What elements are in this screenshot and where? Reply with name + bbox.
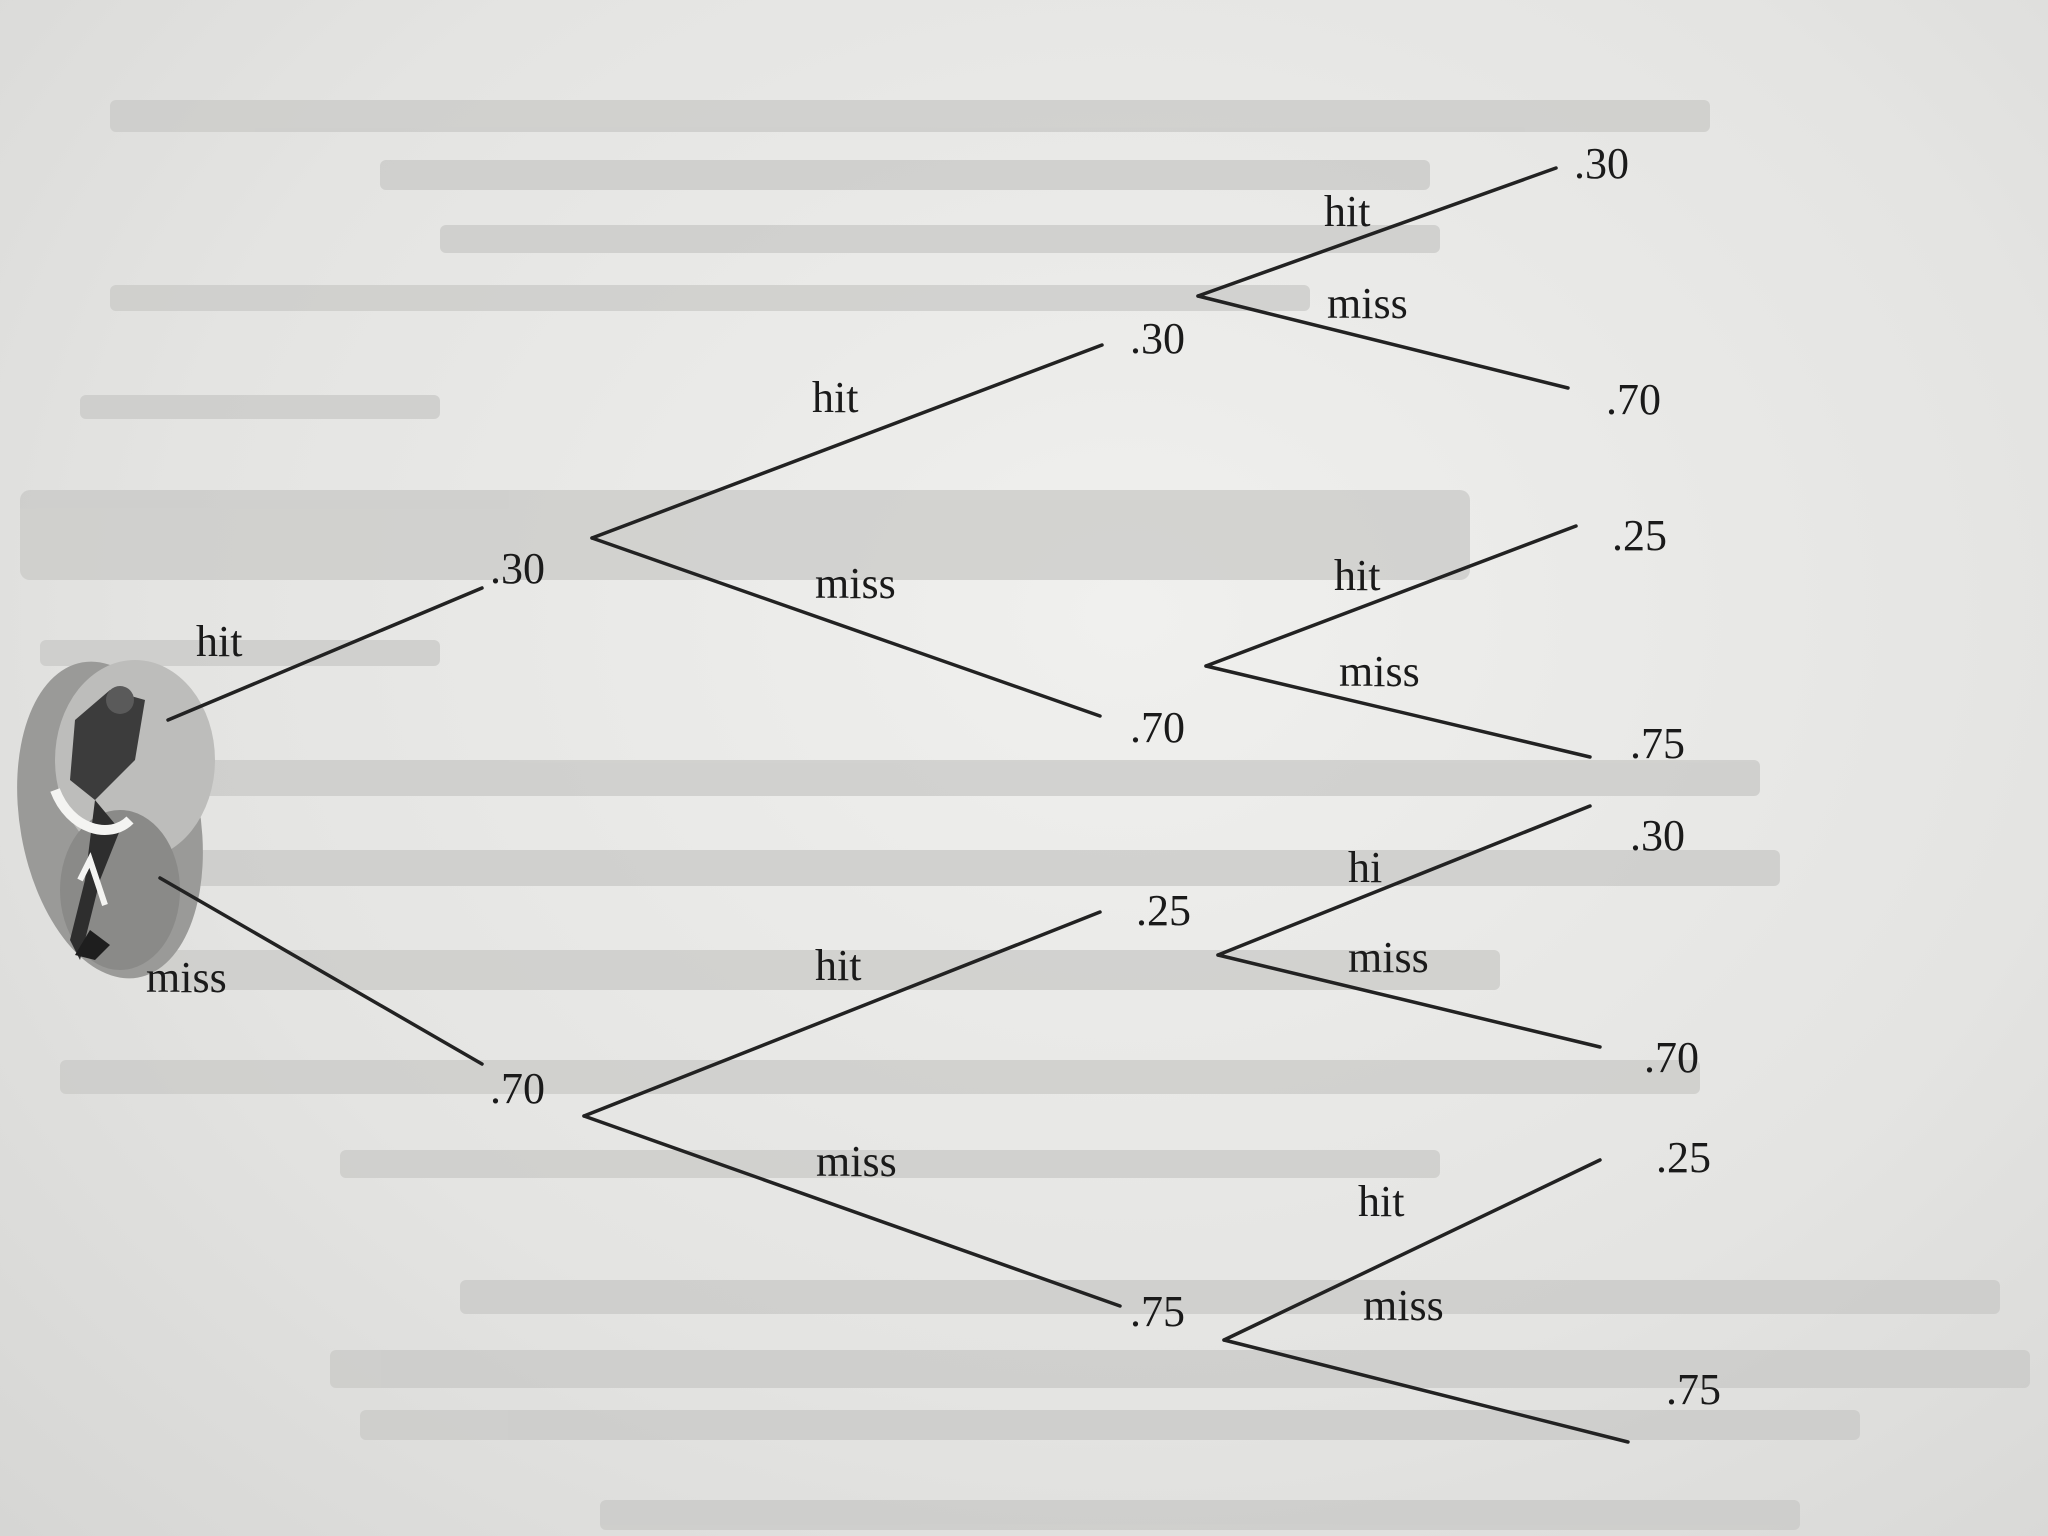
branch-l2-hit-hit <box>590 343 1104 540</box>
label-hit: hit <box>196 617 242 666</box>
branch-l2-miss-miss <box>582 1114 1122 1308</box>
prob-l3-hh-hit: .30 <box>1574 139 1629 188</box>
prob-l3-mm-miss: .75 <box>1666 1365 1721 1414</box>
prob-l3-mm-hit: .25 <box>1656 1133 1711 1182</box>
label-hit: hit <box>812 373 858 422</box>
prob-l3-mh-hit: .30 <box>1630 811 1685 860</box>
branch-l3-mh-miss <box>1216 953 1602 1049</box>
prob-l1-hit: .30 <box>490 544 545 593</box>
label-partial-hit: hi <box>1348 843 1382 892</box>
branch-l3-mm-miss <box>1222 1338 1630 1444</box>
label-miss: miss <box>815 559 896 608</box>
prob-l3-hm-hit: .25 <box>1612 511 1667 560</box>
label-miss: miss <box>1363 1281 1444 1330</box>
label-hit: hit <box>815 941 861 990</box>
branch-l3-mm-hit <box>1222 1158 1602 1342</box>
label-miss: miss <box>146 953 227 1002</box>
label-miss: miss <box>1327 279 1408 328</box>
prob-l3-hm-miss: .75 <box>1630 719 1685 768</box>
prob-l2-hit-hit: .30 <box>1130 314 1185 363</box>
basketball-player-icon <box>17 660 215 979</box>
prob-l2-miss-miss: .75 <box>1130 1287 1185 1336</box>
branch-l3-hm-miss <box>1204 664 1592 759</box>
prob-l1-miss: .70 <box>490 1064 545 1113</box>
branch-l2-miss-hit <box>582 910 1102 1118</box>
branch-l3-hm-hit <box>1204 524 1578 668</box>
prob-l2-hit-miss: .70 <box>1130 703 1185 752</box>
label-miss: miss <box>816 1137 897 1186</box>
branch-l1-hit <box>166 586 484 722</box>
label-miss: miss <box>1339 647 1420 696</box>
prob-l3-mh-miss: .70 <box>1644 1033 1699 1082</box>
label-miss: miss <box>1348 933 1429 982</box>
prob-l2-miss-hit: .25 <box>1136 886 1191 935</box>
label-hit: hit <box>1334 551 1380 600</box>
branch-l2-hit-miss <box>590 536 1102 718</box>
branch-l3-hh-miss <box>1196 294 1570 390</box>
prob-l3-hh-miss: .70 <box>1606 375 1661 424</box>
label-hit: hit <box>1358 1177 1404 1226</box>
branch-l3-mh-hit <box>1216 804 1592 957</box>
branch-l1-miss <box>158 876 484 1066</box>
label-hit: hit <box>1324 187 1370 236</box>
branch-l3-hh-hit <box>1196 166 1558 298</box>
